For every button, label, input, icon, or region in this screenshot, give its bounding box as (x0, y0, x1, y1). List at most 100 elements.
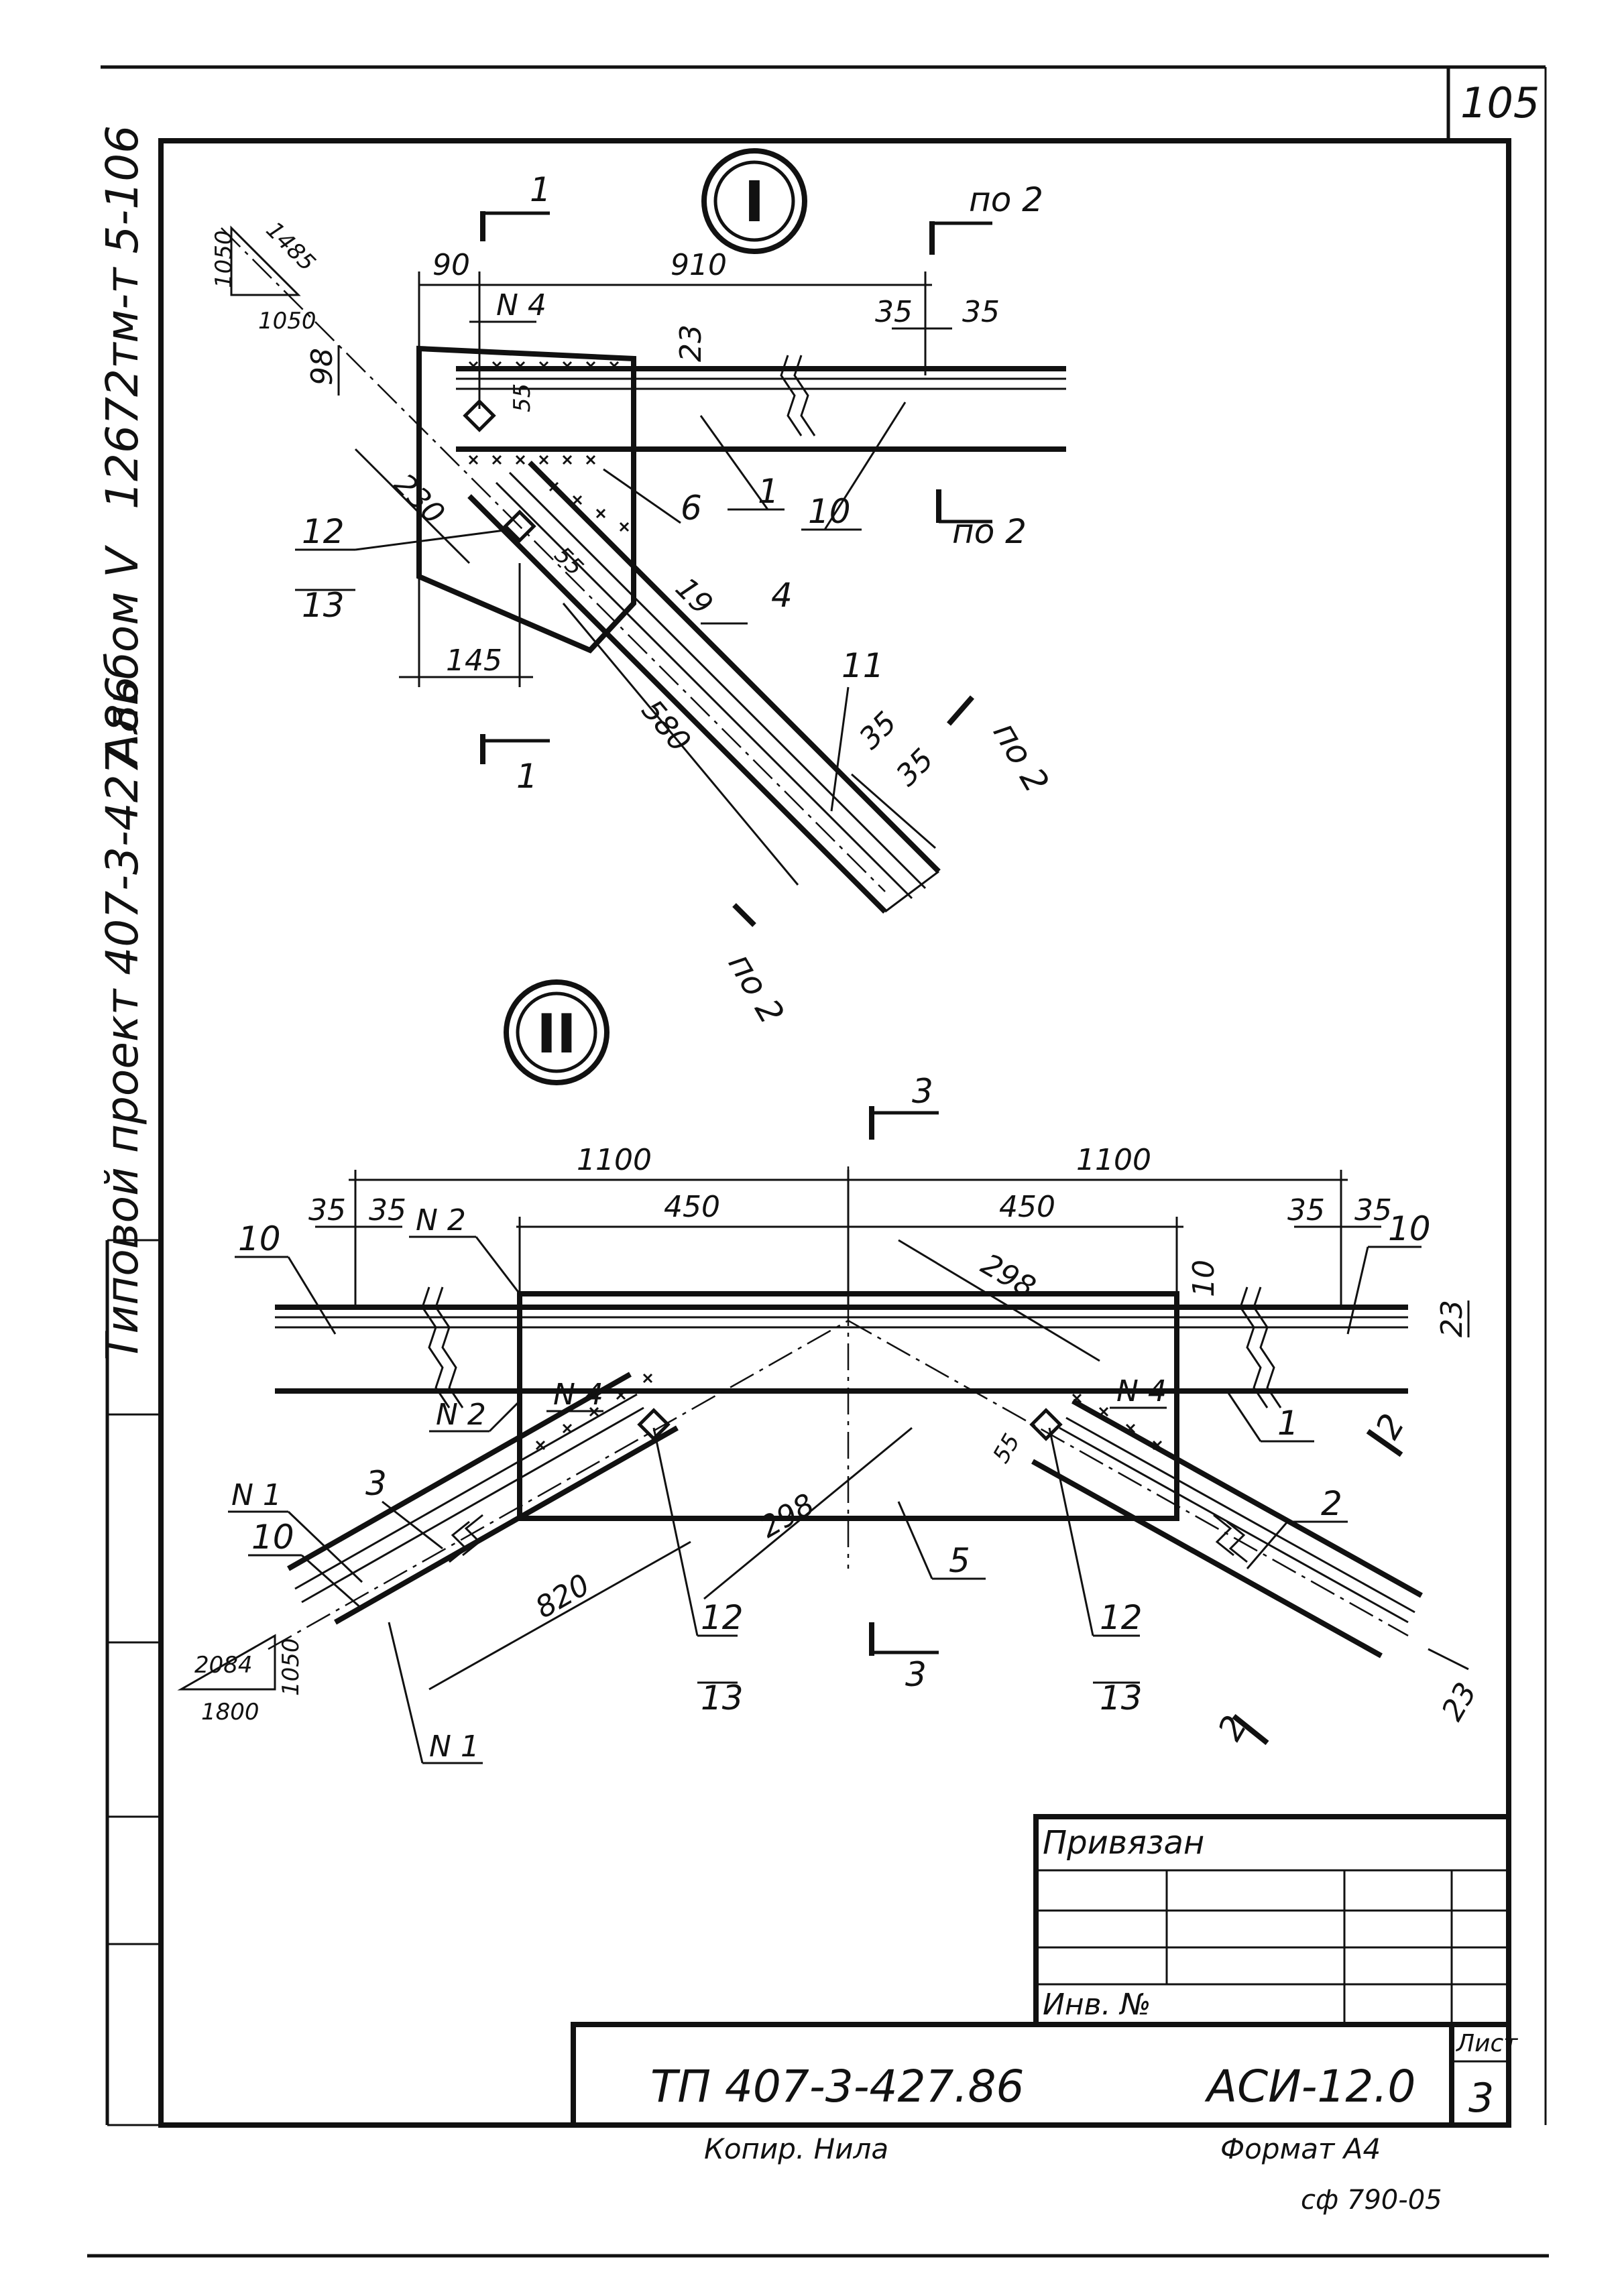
copied-by: Копир. Нила (704, 2132, 888, 2165)
svg-text:3: 3 (912, 1072, 933, 1111)
dim-35a: 35 (875, 295, 913, 329)
side-stamp-top: 12672тм-т 5-106 (97, 125, 148, 509)
dim-450b: 450 (999, 1190, 1055, 1224)
pos-13-view1: 13 (302, 586, 345, 625)
view-2-slope-a: 2084 (194, 1652, 253, 1679)
pos-12-view1: 12 (302, 512, 345, 551)
dim-98: 98 (305, 348, 339, 385)
inv-label: Инв. № (1043, 1988, 1151, 2022)
section-mark-1-top: 1 (480, 170, 551, 241)
dim-35d-v2: 35 (1354, 1193, 1392, 1227)
view-1-marker: I (744, 169, 764, 235)
svg-text:по 2: по 2 (952, 512, 1027, 551)
dim-35b: 35 (962, 295, 1000, 329)
section-mark-po2-diag: по 2 (946, 695, 1057, 799)
pos-13b-v2: 13 (1100, 1679, 1143, 1717)
dim-19: 19 (669, 571, 719, 622)
pos-4: 4 (771, 576, 793, 615)
svg-text:3: 3 (905, 1655, 927, 1694)
view-1: I 1050 1050 1485 90 910 (211, 148, 1066, 1030)
svg-text:2: 2 (1368, 1407, 1412, 1445)
weld-n2a: N 2 (416, 1203, 466, 1237)
weld-n4-view1: N 4 (496, 288, 546, 322)
dim-90: 90 (432, 248, 470, 282)
section-mark-po2-mid: по 2 (936, 489, 1027, 551)
section-mark-1-bottom: 1 (480, 734, 550, 796)
dim-35d: 35 (890, 742, 941, 793)
weld-n1b: N 1 (429, 1730, 479, 1764)
sheet-format: Формат А4 (1220, 2132, 1381, 2165)
svg-text:1: 1 (530, 170, 551, 209)
dim-35b-v2: 35 (369, 1193, 406, 1227)
drawing-code: АСИ-12.0 (1204, 2061, 1415, 2112)
dim-55a: 55 (509, 383, 536, 412)
view-1-marker-circle (701, 148, 807, 254)
dim-230: 230 (387, 467, 451, 531)
pos-3: 3 (365, 1464, 387, 1503)
section-mark-po2-end: по 2 (721, 903, 792, 1030)
dim-910: 910 (671, 248, 727, 282)
pos-13a-v2: 13 (701, 1679, 744, 1717)
dim-580: 580 (635, 693, 697, 758)
dim-55: 55 (988, 1429, 1025, 1467)
dim-145: 145 (446, 644, 502, 678)
weld-n2b: N 2 (436, 1398, 486, 1432)
dim-35a-v2: 35 (308, 1193, 346, 1227)
bottom-code: сф 790-05 (1301, 2185, 1442, 2216)
svg-text:2: 2 (1210, 1709, 1255, 1747)
pos-10a-v2: 10 (238, 1219, 281, 1258)
svg-text:1: 1 (516, 757, 538, 796)
pos-10c-v2: 10 (251, 1518, 294, 1557)
dim-298b: 298 (754, 1487, 820, 1545)
dim-23a: 23 (1435, 1300, 1469, 1337)
pos-10b-v2: 10 (1388, 1209, 1431, 1248)
page-number: 105 (1460, 78, 1540, 127)
svg-text:по 2: по 2 (986, 715, 1057, 799)
section-mark-2-right: 2 (1366, 1407, 1412, 1457)
pos-5: 5 (949, 1541, 970, 1580)
project-code: ТП 407-3-427.86 (650, 2061, 1024, 2112)
dim-1100a: 1100 (577, 1143, 652, 1177)
view-2-marker-circle (504, 979, 610, 1085)
sheet-label: Лист (1455, 2030, 1518, 2057)
view-1-slope-a: 1050 (211, 230, 237, 288)
dim-23b: 23 (1435, 1677, 1483, 1727)
view-2-slope-b: 1050 (278, 1638, 304, 1696)
pos-12a-v2: 12 (701, 1598, 744, 1637)
section-mark-3-bottom: 3 (869, 1622, 939, 1694)
title-block: Привязан Инв. № ТП 407-3-427.86 АСИ-12.0… (571, 1814, 1518, 2128)
svg-text:по 2: по 2 (969, 180, 1043, 219)
view-2-slope-c: 1800 (201, 1699, 259, 1726)
sheet-frame (87, 65, 1549, 2258)
pos-11: 11 (842, 646, 884, 685)
dim-35c-v2: 35 (1287, 1193, 1325, 1227)
svg-text:по 2: по 2 (721, 947, 792, 1030)
dim-1100b: 1100 (1076, 1143, 1151, 1177)
side-album: Альбом V (97, 545, 148, 767)
pos-6: 6 (681, 489, 702, 528)
pos-2: 2 (1321, 1484, 1342, 1523)
pos-10-view1: 10 (808, 492, 851, 531)
section-mark-po2-top: по 2 (929, 180, 1043, 255)
pos-1: 1 (758, 472, 779, 511)
weld-n4b: N 4 (1116, 1374, 1167, 1408)
weld-n4a: N 4 (553, 1378, 603, 1412)
dim-55b: 55 (549, 542, 589, 581)
view-2-marker: II (536, 1003, 577, 1065)
dim-35c: 35 (853, 705, 904, 756)
section-mark-3-top: 3 (869, 1072, 939, 1140)
weld-n1a: N 1 (231, 1478, 282, 1512)
pos-12b-v2: 12 (1100, 1598, 1143, 1637)
pos-1-v2: 1 (1277, 1404, 1299, 1443)
section-mark-2-bottom: 2 (1210, 1709, 1269, 1747)
dim-23: 23 (674, 324, 708, 362)
view-2: II 20 (177, 979, 1484, 1764)
sheet-number: 3 (1468, 2075, 1494, 2122)
dim-10: 10 (1187, 1260, 1221, 1297)
view-1-slope-b: 1050 (258, 308, 316, 335)
side-project: Типовой проект 407-3-427.86 (97, 676, 148, 1361)
attached-label: Привязан (1043, 1824, 1204, 1862)
dim-820: 820 (530, 1567, 595, 1625)
dim-450a: 450 (664, 1190, 720, 1224)
